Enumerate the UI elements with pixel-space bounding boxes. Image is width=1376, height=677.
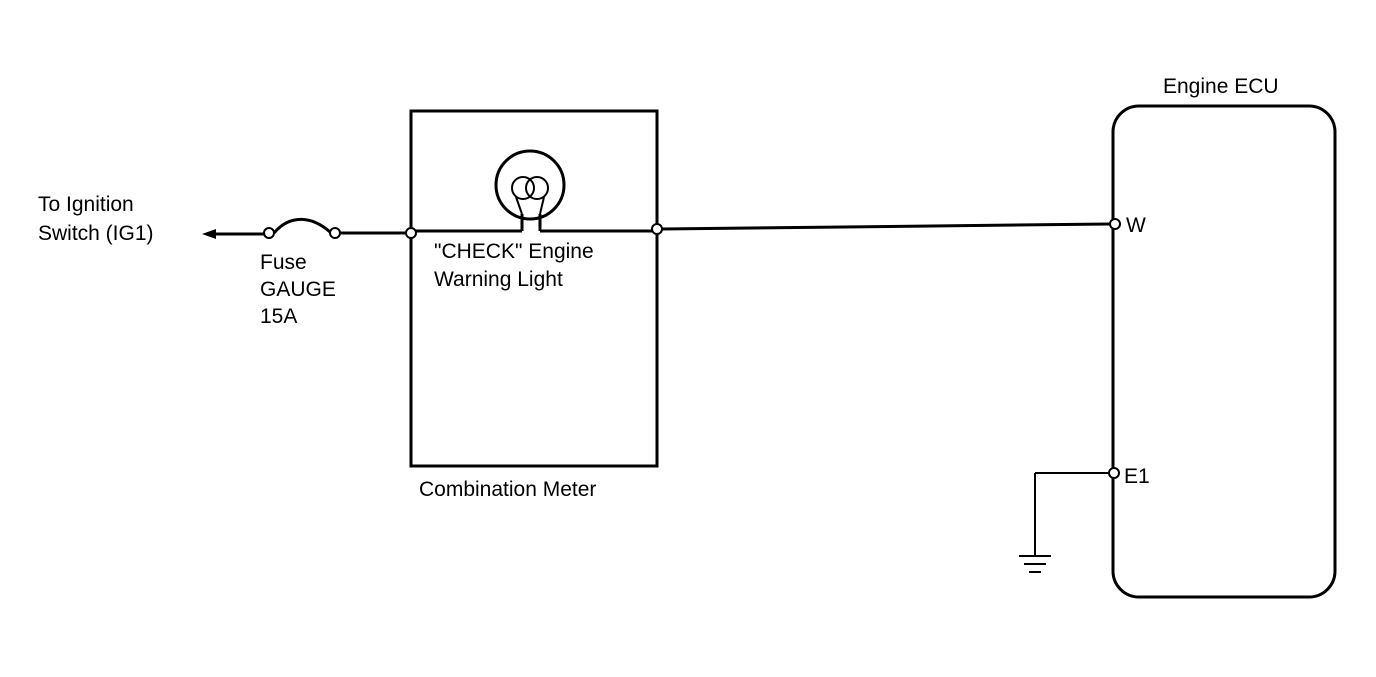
fuse-label-line1: Fuse [260, 251, 307, 274]
terminal-w-label: W [1126, 214, 1146, 237]
meter-input-terminal [405, 227, 417, 239]
warning-light-label-line1: "CHECK" Engine [434, 240, 594, 263]
combination-meter-label: Combination Meter [419, 478, 596, 501]
engine-ecu-label: Engine ECU [1163, 75, 1279, 98]
combination-meter-box [409, 109, 659, 468]
ground-icon [1019, 472, 1109, 573]
ignition-label-line1: To Ignition [38, 193, 134, 216]
meter-output-terminal [651, 223, 663, 235]
terminal-e1-label: E1 [1124, 465, 1150, 488]
engine-ecu-box [1111, 104, 1337, 599]
ecu-terminal-e1 [1108, 467, 1120, 479]
ignition-arrow [202, 229, 268, 239]
wire-meter-to-ecu [661, 222, 1111, 231]
fuse-label-line2: GAUGE [260, 278, 336, 301]
check-engine-lamp-icon [411, 149, 657, 233]
ecu-terminal-w [1109, 218, 1121, 230]
ignition-label-line2: Switch (IG1) [38, 222, 154, 245]
fuse-symbol [263, 217, 341, 239]
warning-light-label-line2: Warning Light [434, 268, 563, 291]
fuse-label-line3: 15A [260, 305, 297, 328]
